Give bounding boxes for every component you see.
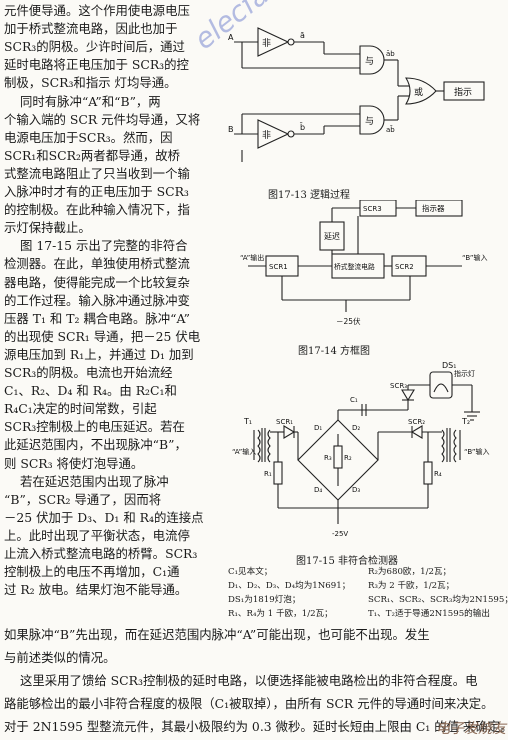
note-line: DS₁为1819灯泡； [228, 595, 301, 605]
d4-label: D₄ [314, 486, 322, 494]
a-bar-label: ā [300, 31, 305, 40]
text-line: SCR₃的阴极。电流也开始流经 [4, 365, 173, 380]
lamp-label: 指示灯 [454, 369, 475, 378]
figure-17-15-circuit: DS₁ 指示灯 SCR₃ C₁ T₁ “A”输入 SCR₁ T₂ “B”输入 S… [232, 362, 489, 538]
note-line: R₁、R₄为 1 千欧，1/2瓦； [228, 609, 333, 619]
figure-17-15-caption: 图17-15 非符合检测器 [296, 556, 399, 567]
not-gate-b-label: 非 [262, 129, 271, 141]
block-scr3: SCR3 [363, 205, 382, 213]
text-line: 路能够检出的最小非符合程度的极限（C₁被取掉），由所有 SCR 元件的导通时间来… [4, 696, 494, 711]
input-a-label: “A”输出 [240, 253, 264, 262]
text-line: 上。此时出现了平衡状态，电流停 [4, 527, 190, 543]
text-line: 图 17-15 示出了完整的非符合 [20, 238, 188, 254]
text-line: 器电路，使得能完成一个比较复杂 [4, 274, 190, 290]
text-line: －25 伏加于 D₃、D₁ 和 R₄的连接点 [4, 509, 204, 525]
text-line: 控制极上的电压不再增加，C₁通 [4, 564, 180, 580]
text-line: 入脉冲时才有的正电压加于 SCR₃ [4, 184, 189, 199]
text-line: 个输入端的 SCR 元件均导通，又将 [4, 111, 201, 127]
d3-label: D₃ [352, 486, 360, 494]
figure-17-13-logic-diagram: A B 非 非 ā b̄ 与 与 āb ab̄ 或 指示 [228, 27, 485, 162]
text-line: 过 R₂ 放电。结果灯泡不能导通。 [4, 582, 188, 598]
text-line: 此延迟范围内，不出现脉冲“B”， [4, 437, 187, 453]
text-line: 元件便导通。这个作用使电源电压 [4, 3, 190, 18]
or-gate-label: 或 [414, 86, 423, 98]
block-delay: 延迟 [324, 231, 340, 241]
scr1-label: SCR₁ [276, 418, 293, 426]
c1-label: C₁ [350, 396, 358, 404]
input-b-label: B [228, 125, 234, 134]
r2-label: R₂ [344, 454, 352, 462]
text-line: 的控制极。在此种输入情况下，指 [4, 202, 190, 218]
input-a-label: A [228, 33, 234, 42]
input-b-label: “B”输入 [464, 447, 489, 456]
text-line: 电源电压加于SCR₃。然而，因 [4, 129, 173, 145]
text-line: 这里采用了馈给 SCR₃控制极的延时电路，以便选择能被电路检出的非符合程度。电 [20, 673, 478, 688]
note-line: T₁、T₂适于导通2N1595的输出 [368, 609, 490, 619]
note-line: R₂为680欧，1/2瓦； [368, 567, 452, 577]
note-line: SCR₁、SCR₂、SCR₃均为2N1595； [368, 595, 508, 605]
text-line: SCR₃控制极上的电压延迟。若在 [4, 419, 185, 435]
note-line: C₁见本文； [228, 567, 273, 577]
text-line: SCR₃的阴极。少许时间后，通过 [4, 39, 185, 55]
text-line: 如果脉冲“B”先出现，而在延迟范围内脉冲“A”可能出现，也可能不出现。发生 [4, 627, 430, 642]
scr3-label: SCR₃ [390, 382, 407, 390]
figure-17-14-caption: 图17-14 方框图 [298, 346, 371, 357]
text-line: 则 SCR₃ 将使灯泡导通。 [4, 455, 144, 471]
input-a-label: “A”输入 [232, 447, 256, 456]
text-line: R₄C₁决定的时间常数，引起 [4, 401, 157, 417]
figure-17-13-caption: 图17-13 逻辑过程 [268, 190, 351, 201]
text-line: “B”，SCR₂ 导通了，因而将 [4, 491, 162, 507]
indicator-label: 指示 [454, 86, 472, 98]
text-line: 检测器。在此，单独使用桥式整流 [4, 256, 190, 272]
and-gate-2-label: 与 [365, 116, 374, 127]
b-bar-label: b̄ [299, 122, 305, 132]
t1-label: T₁ [243, 417, 252, 426]
note-line: R₃为 2 千欧，1/2瓦； [368, 581, 455, 591]
text-line: 的出现使 SCR₁ 导通，把－25 伏电 [4, 328, 201, 344]
supply-label: -25V [332, 530, 348, 538]
t2-label: T₂ [461, 417, 470, 426]
text-line: 压器 T₁ 和 T₂ 耦合电路。脉冲“A” [4, 310, 190, 326]
logo: 电子发烧友 [436, 721, 506, 737]
block-scr1: SCR1 [269, 263, 288, 271]
text-line: 源电压加到 R₁上，并通过 D₁ 加到 [4, 346, 194, 362]
text-line: SCR₁和SCR₂两者都导通，故桥 [4, 147, 181, 163]
text-line: 示灯保持截止。 [4, 220, 91, 236]
text-line: 延时电路将正电压加于 SCR₃的控 [4, 57, 189, 73]
input-b-label: “B”输入 [462, 253, 487, 262]
text-line: 加于桥式整流电路，因此也加于 [4, 21, 178, 37]
and-out-2-label: ab̄ [386, 125, 395, 134]
text-line: 式整流电路阻止了只当收到一个输 [4, 165, 190, 181]
and-out-1-label: āb [386, 50, 395, 58]
text-line: 若在延迟范围内出现了脉冲 [20, 473, 169, 489]
text-line: 同时有脉冲“A”和“B”，两 [20, 93, 161, 109]
text-line: 与前述类似的情况。 [4, 650, 116, 665]
ds1-label: DS₁ [442, 362, 456, 370]
text-line: 制极，SCR₃和指示 灯均导通。 [4, 75, 177, 91]
text-line: 对于 2N1595 型整流元件，其最小极限约为 0.3 微秒。延时长短由上限由 … [4, 719, 508, 734]
text-line: 止流入桥式整流电路的桥臂。SCR₃ [4, 546, 198, 561]
r1-label: R₁ [264, 470, 272, 478]
block-indicator: 指示器 [422, 203, 445, 213]
r3-label: R₃ [324, 454, 332, 462]
r4-label: R₄ [434, 470, 442, 478]
text-line: 的工作过程。输入脉冲通过脉冲变 [4, 292, 190, 308]
text-line: C₁、R₂、D₄ 和 R₄。由 R₂C₁和 [4, 383, 177, 399]
not-gate-a-label: 非 [262, 37, 271, 49]
d1-label: D₁ [314, 424, 322, 432]
figure-17-14-block-diagram: SCR3 指示器 延迟 SCR1 桥式整流电路 SCR2 “A”输出 “B”输入… [240, 200, 487, 326]
and-gate-1-label: 与 [365, 56, 374, 67]
supply-label: －25伏 [336, 316, 361, 326]
scr2-label: SCR₂ [408, 418, 425, 426]
d2-label: D₂ [352, 424, 360, 432]
note-line: D₁、D₂、D₃、D₄均为1N691； [228, 581, 351, 591]
block-scr2: SCR2 [395, 263, 414, 271]
block-bridge: 桥式整流电路 [334, 262, 375, 271]
